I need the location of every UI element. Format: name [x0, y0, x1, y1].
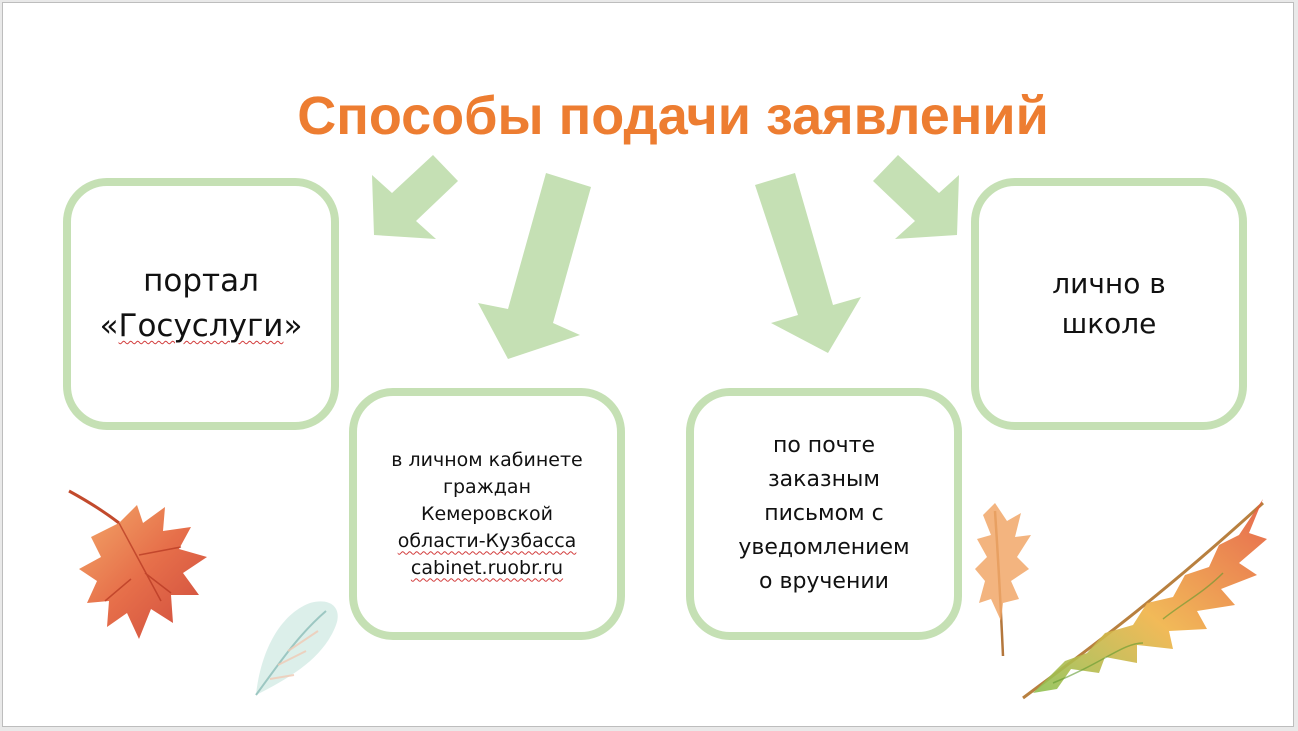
- cabinet-line1: в личном кабинете: [391, 448, 583, 471]
- slide-title: Способы подачи заявлений: [297, 86, 1049, 146]
- mail-line2: заказным: [767, 467, 880, 492]
- feather-leaf-icon: [255, 601, 338, 696]
- personal-line1: лично в: [1052, 267, 1166, 300]
- mail-line3: письмом с: [764, 501, 884, 526]
- gosuslugi-quote-open: «: [99, 308, 119, 344]
- gosuslugi-quote-close: »: [283, 308, 303, 344]
- cabinet-line4: области-Кузбасса: [391, 528, 582, 555]
- gosuslugi-portal-name: Госуслуги: [118, 308, 284, 344]
- cabinet-line5: cabinet.ruobr.ru: [391, 555, 582, 582]
- oak-branch-icon: [1022, 499, 1267, 700]
- cabinet-site-address: cabinet.ruobr.ru: [410, 556, 564, 579]
- mail-line5: о вручении: [759, 569, 889, 594]
- mail-line4: уведомлением: [738, 535, 910, 560]
- arrow-to-gosuslugi-icon: [372, 155, 458, 239]
- arrow-to-mail-icon: [755, 173, 861, 353]
- oak-leaf-icon: [975, 503, 1031, 657]
- maple-leaf-icon: [68, 489, 207, 639]
- cabinet-line3: Кемеровской: [421, 502, 553, 525]
- arrow-to-cabinet-icon: [478, 173, 591, 359]
- method-gosuslugi-box: портал «Госуслуги»: [63, 178, 339, 430]
- cabinet-line2: граждан: [442, 475, 531, 498]
- arrow-to-personal-icon: [873, 155, 959, 239]
- cabinet-region-name: области-Кузбасса: [397, 529, 577, 552]
- method-mail-box: по почте заказным письмом с уведомлением…: [686, 388, 962, 640]
- gosuslugi-line2: «Госуслуги»: [100, 304, 303, 349]
- gosuslugi-line1: портал: [143, 263, 259, 299]
- personal-line2: школе: [1061, 307, 1157, 340]
- method-cabinet-box: в личном кабинете граждан Кемеровской об…: [349, 388, 625, 640]
- mail-line1: по почте: [772, 433, 875, 458]
- method-personal-box: лично в школе: [971, 178, 1247, 430]
